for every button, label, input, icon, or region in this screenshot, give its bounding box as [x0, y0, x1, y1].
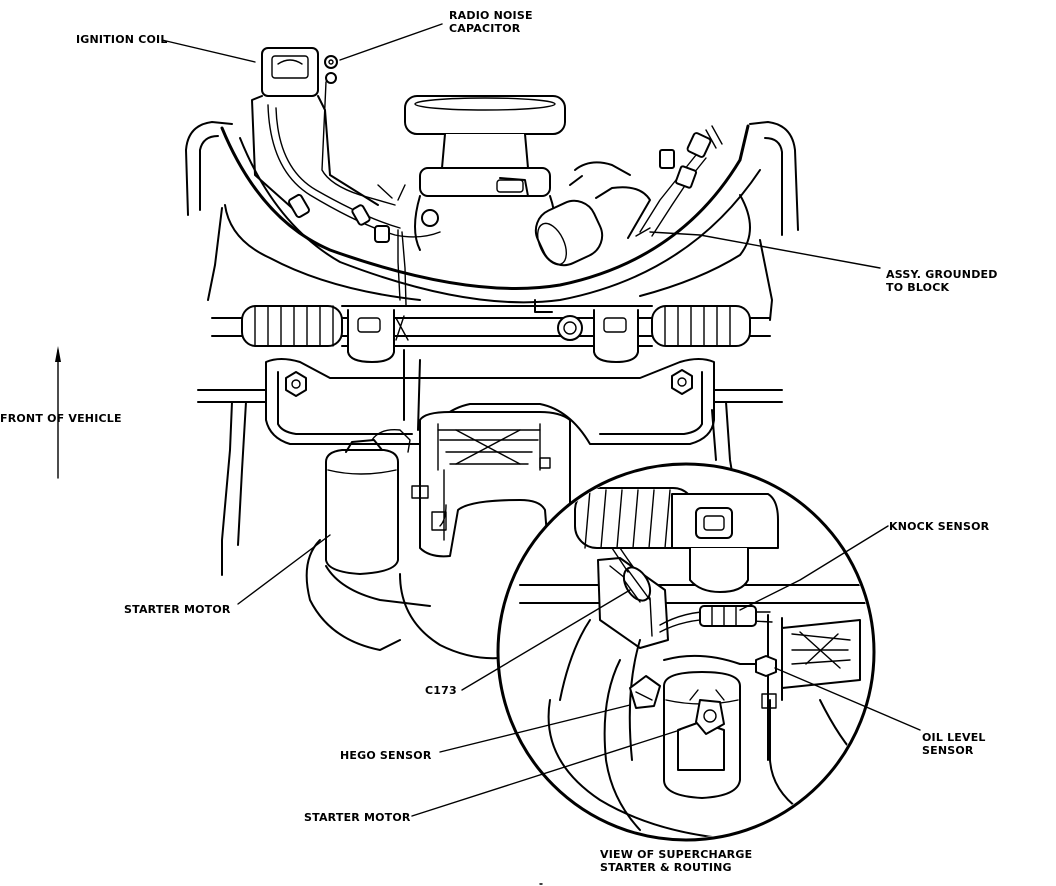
label-knock-sensor: KNOCK SENSOR	[889, 520, 990, 533]
engine-upper	[185, 47, 799, 321]
label-starter-motor-lower: STARTER MOTOR	[304, 811, 411, 824]
label-radio-noise-line1: RADIO NOISE	[449, 9, 533, 22]
label-front-of-vehicle: FRONT OF VEHICLE	[0, 412, 122, 425]
detail-circle	[496, 462, 876, 842]
label-oil-level-sensor: OIL LEVEL SENSOR	[922, 731, 986, 757]
lower-bracket	[197, 315, 783, 445]
label-assy-grounded: ASSY. GROUNDED TO BLOCK	[886, 268, 998, 294]
label-ignition-coil: IGNITION COIL	[76, 33, 168, 46]
label-assy-line2: TO BLOCK	[886, 281, 950, 294]
label-radio-noise-line2: CAPACITOR	[449, 22, 521, 35]
leader-lines	[161, 23, 921, 817]
label-oil-line1: OIL LEVEL	[922, 731, 986, 744]
label-view-caption: VIEW OF SUPERCHARGE STARTER & ROUTING	[600, 848, 752, 874]
label-view-line2: STARTER & ROUTING	[600, 861, 732, 874]
engine-lower	[221, 401, 741, 660]
label-radio-noise-capacitor: RADIO NOISE CAPACITOR	[449, 9, 533, 35]
label-view-line1: VIEW OF SUPERCHARGE	[600, 848, 753, 861]
front-arrow-icon	[55, 346, 61, 479]
label-starter-motor-upper: STARTER MOTOR	[124, 603, 231, 616]
label-c173: C173	[425, 684, 457, 697]
cross-member	[211, 299, 771, 363]
label-oil-line2: SENSOR	[922, 744, 974, 757]
label-assy-line1: ASSY. GROUNDED	[886, 268, 998, 281]
label-hego-sensor: HEGO SENSOR	[340, 749, 432, 762]
